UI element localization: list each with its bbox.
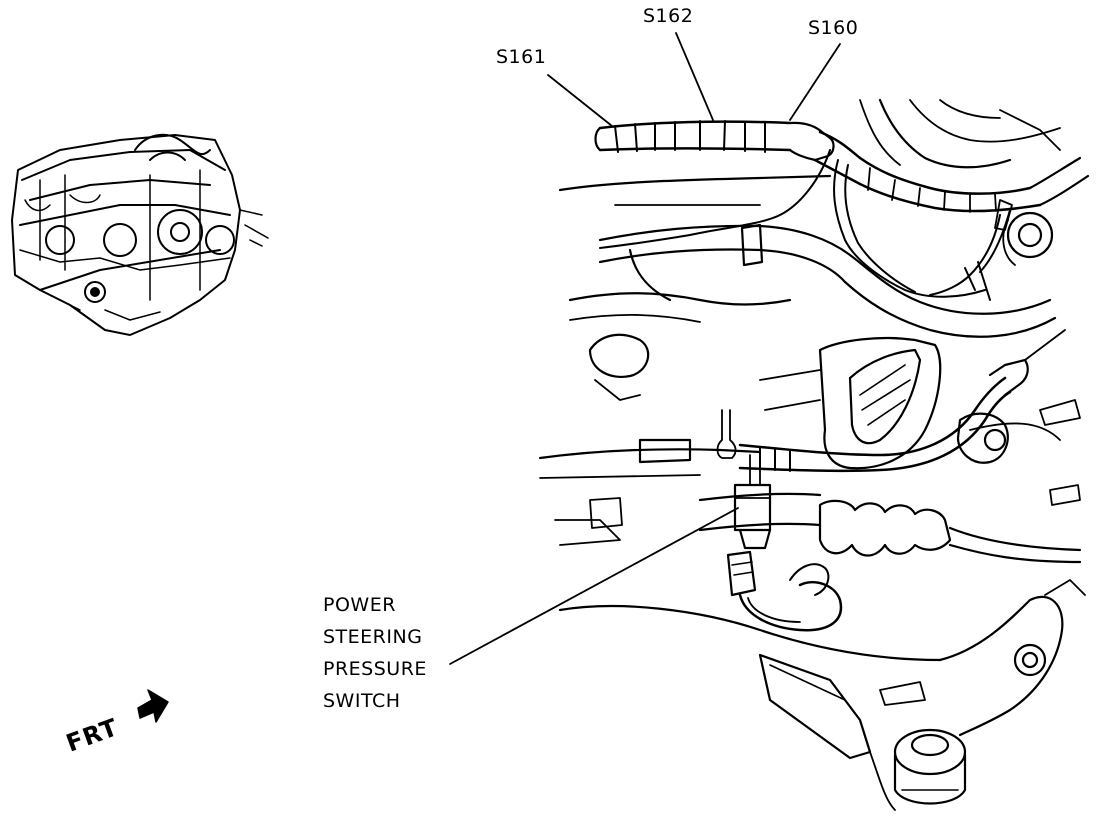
component-label-line1: POWER: [323, 594, 396, 616]
callout-s162: S162: [643, 5, 693, 27]
front-arrow-icon: [137, 689, 169, 723]
power-steering-detail-illustration: [538, 98, 1090, 811]
mounting-bracket: [759, 336, 942, 470]
component-label-pressure-switch: POWER STEERING PRESSURE SWITCH: [323, 594, 427, 712]
engine-locator-thumbnail: [11, 133, 269, 336]
frame-structure: [558, 98, 1061, 401]
harness-clip: [740, 199, 1013, 267]
leader-s160: [789, 43, 841, 121]
component-label-line4: SWITCH: [323, 690, 401, 712]
pressure-switch: [716, 409, 843, 632]
crossmember: [558, 579, 1086, 811]
front-direction-indicator: FRT: [62, 689, 169, 758]
component-label-line3: PRESSURE: [323, 658, 427, 680]
callout-s160: S160: [808, 17, 858, 39]
leader-s161: [547, 74, 613, 127]
steering-rack: [538, 422, 1082, 564]
engine-mount: [956, 211, 1081, 506]
front-direction-label: FRT: [62, 713, 122, 757]
leader-s162: [675, 32, 714, 121]
switch-pigtail-wires: [599, 149, 1011, 301]
leader-pressure-switch: [449, 507, 739, 665]
wiring-harness: [594, 120, 1090, 213]
leader-lines: [449, 32, 841, 665]
component-label-line2: STEERING: [323, 626, 422, 648]
callout-s161: S161: [496, 46, 546, 68]
